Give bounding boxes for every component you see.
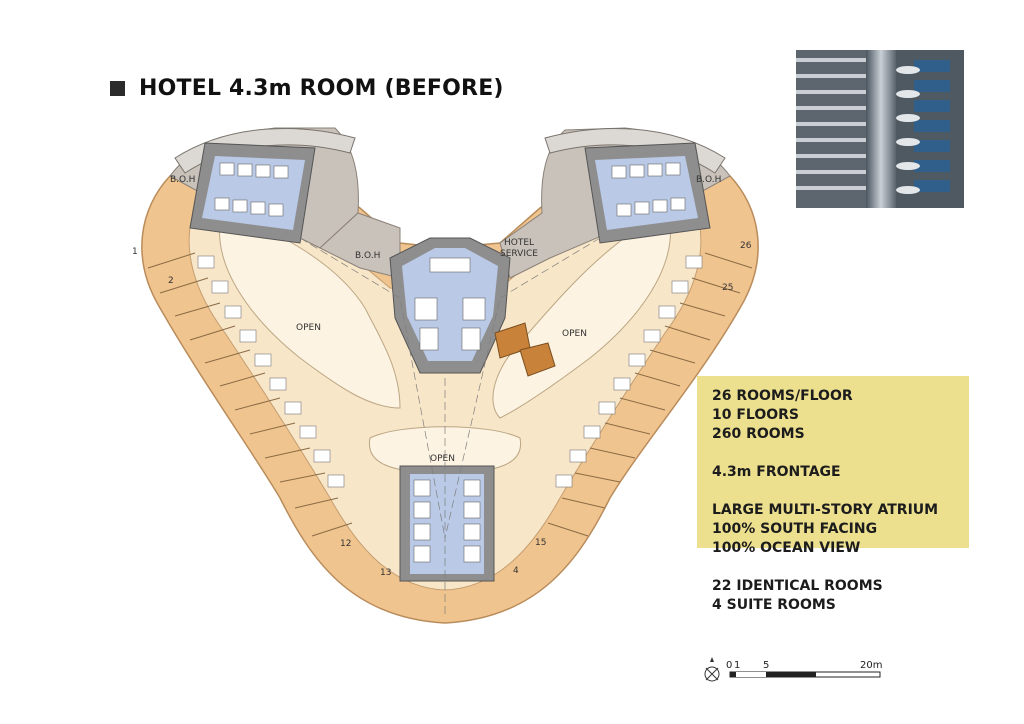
room-number-13: 13 — [380, 568, 391, 578]
scale-tick-5: 5 — [763, 660, 769, 671]
info-text: 26 ROOMS/FLOOR 10 FLOORS 260 ROOMS 4.3m … — [712, 387, 938, 615]
room-number-15: 15 — [535, 538, 546, 548]
label-open-bottom: OPEN — [430, 454, 455, 464]
info-spacer — [712, 482, 938, 501]
scale-tick-0: 0 — [726, 660, 732, 671]
title-bullet-icon — [110, 81, 125, 96]
info-line: 4.3m FRONTAGE — [712, 464, 841, 480]
core-bottom — [399, 465, 495, 582]
info-line: LARGE MULTI-STORY ATRIUM — [712, 502, 939, 518]
scale-tick-1: 1 — [734, 660, 740, 671]
page-title: HOTEL 4.3m ROOM (BEFORE) — [139, 76, 504, 101]
room-number-1: 1 — [132, 247, 138, 257]
room-number-25: 25 — [722, 283, 733, 293]
core-left — [189, 142, 316, 244]
room-partitions-left — [147, 252, 353, 537]
core-right — [584, 142, 711, 244]
info-line: 10 FLOORS — [712, 407, 800, 423]
room-number-12: 12 — [340, 539, 351, 549]
label-hotel-service-2: SERVICE — [500, 249, 538, 259]
atrium-bottom — [368, 426, 522, 474]
section-lines — [299, 237, 601, 618]
room-partitions-right — [547, 252, 753, 537]
room-number-14: 4 — [513, 566, 519, 576]
core-center — [389, 237, 511, 374]
label-boh-left: B.O.H — [170, 175, 195, 185]
scale-bar: 0 1 5 20m — [700, 656, 900, 686]
floor-plan: B.O.H B.O.H B.O.H HOTEL SERVICE OPEN OPE… — [100, 118, 800, 638]
atrium-left — [219, 217, 401, 409]
title-row: HOTEL 4.3m ROOM (BEFORE) — [110, 76, 504, 101]
info-spacer — [712, 444, 938, 463]
north-arrow-icon — [704, 657, 720, 682]
info-line: 260 ROOMS — [712, 426, 805, 442]
label-hotel-service-1: HOTEL — [504, 238, 534, 248]
scale-tick-20: 20m — [860, 660, 882, 671]
label-open-right: OPEN — [562, 329, 587, 339]
label-boh-right: B.O.H — [696, 175, 721, 185]
info-line: 26 ROOMS/FLOOR — [712, 388, 853, 404]
atrium-photo — [796, 50, 964, 208]
room-number-26: 26 — [740, 241, 752, 251]
info-line: 100% SOUTH FACING — [712, 521, 878, 537]
feature-stairs — [494, 322, 556, 377]
info-line: 100% OCEAN VIEW — [712, 540, 861, 556]
info-line: 22 IDENTICAL ROOMS — [712, 578, 883, 594]
label-boh-center: B.O.H — [355, 251, 380, 261]
info-line: 4 SUITE ROOMS — [712, 597, 836, 613]
room-number-2: 2 — [168, 276, 174, 286]
bathrooms — [197, 255, 703, 488]
info-spacer — [712, 558, 938, 577]
label-open-left: OPEN — [296, 323, 321, 333]
info-box — [697, 376, 969, 548]
